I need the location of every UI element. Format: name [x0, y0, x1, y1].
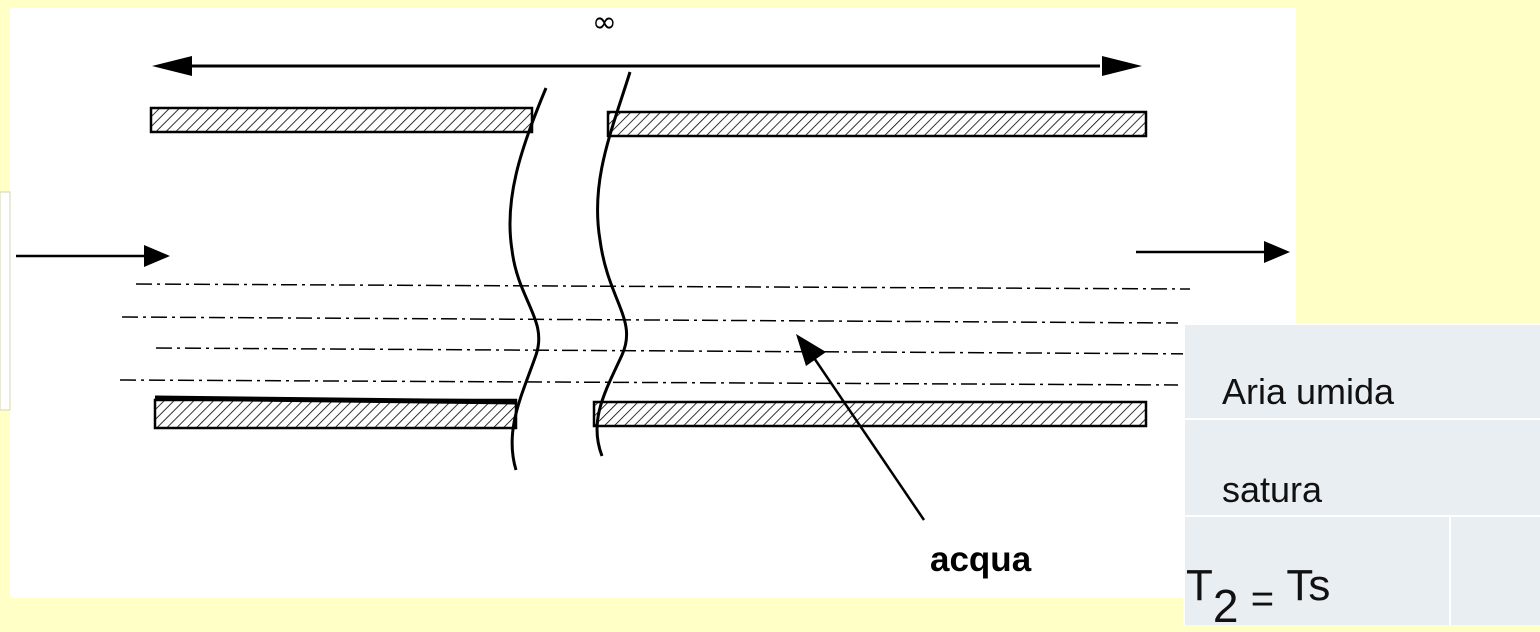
temperature-subscript: 2 [1212, 580, 1239, 632]
water-surface-lines [119, 283, 1209, 386]
temperature-value: Ts [1286, 561, 1331, 610]
temperature-label: T2 = Ts [1186, 556, 1331, 632]
top-wall-right [606, 110, 1148, 138]
left-edge-strip [0, 191, 11, 411]
temperature-equals: = [1250, 577, 1275, 621]
panel-divider-2 [1185, 515, 1540, 517]
panel-divider-vertical [1449, 515, 1451, 625]
inlet-flow-arrow [16, 245, 170, 267]
air-label-line1: Aria umida [1222, 371, 1395, 412]
air-label-line2: satura [1222, 469, 1323, 510]
info-panel [1183, 323, 1540, 625]
top-wall-left [149, 106, 534, 134]
break-line-left [508, 87, 548, 471]
infinity-symbol: ∞ [592, 5, 617, 40]
temperature-symbol: T [1186, 561, 1213, 610]
bottom-wall-left [153, 398, 518, 430]
water-pointer-arrow [796, 334, 926, 521]
panel-divider-1 [1185, 418, 1540, 420]
drawing-area [10, 8, 1296, 598]
outlet-flow-arrow [1136, 241, 1290, 263]
bottom-wall-left-edge [154, 395, 517, 405]
water-label: acqua [930, 540, 1032, 579]
length-double-arrow [152, 56, 1142, 76]
bottom-wall-right [592, 400, 1148, 428]
break-line-right [595, 71, 632, 457]
